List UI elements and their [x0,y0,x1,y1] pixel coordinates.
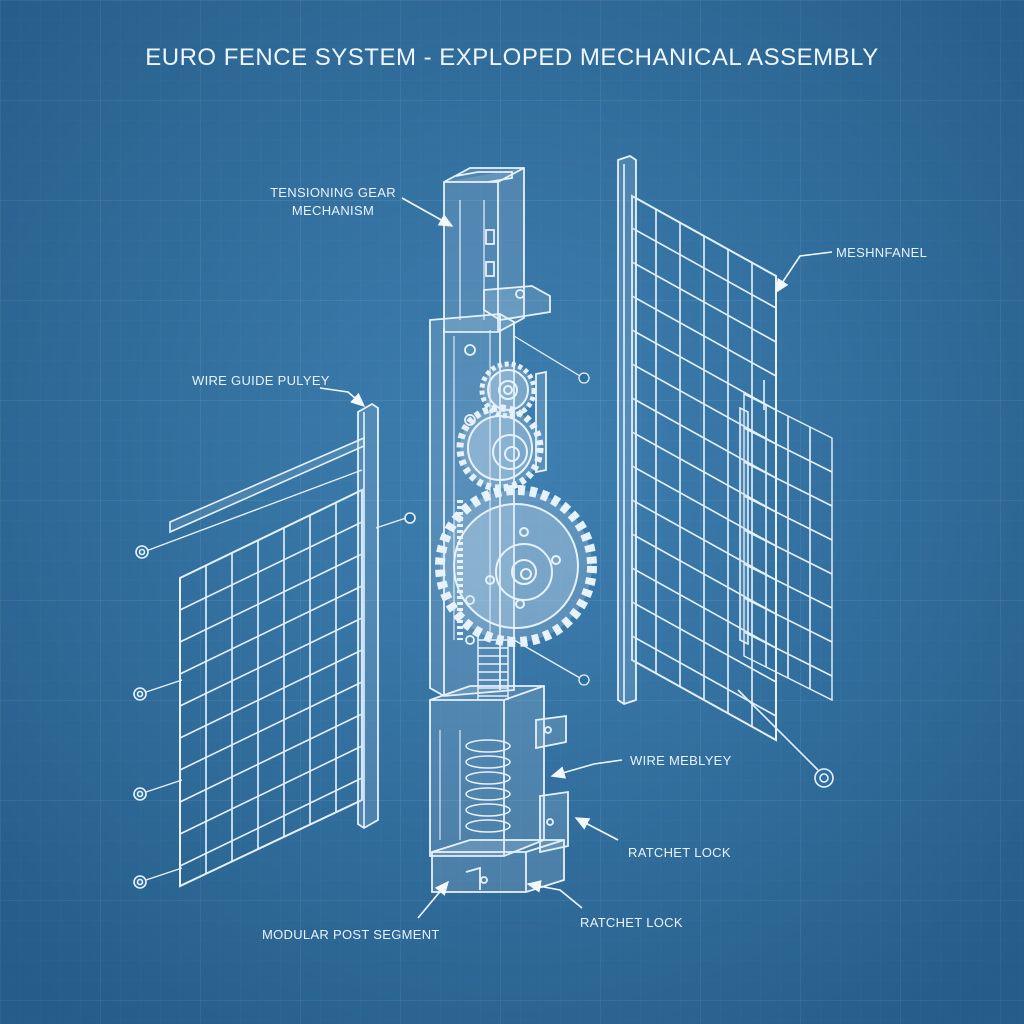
large-gear [435,485,597,647]
leader-lines [319,197,833,919]
label-wire-pulley: WIRE MEBLYEY [630,753,732,768]
right-mesh-panel [617,155,834,788]
label-tensioning-gear-line1: TENSIONING GEAR [270,185,396,200]
bolts [513,335,590,686]
gear-train [435,361,597,647]
medium-gear [456,404,544,492]
label-wire-guide-pulley: WIRE GUIDE PULYEY [192,373,330,388]
label-ratchet-lock-upper: RATCHET LOCK [628,845,731,860]
diagram-title: EURO FENCE SYSTEM - EXPLOPED MECHANICAL … [145,44,879,71]
label-tensioning-gear-line2: MECHANISM [291,203,375,218]
small-gear [479,361,537,419]
label-modular-post-segment: MODULAR POST SEGMENT [262,927,440,942]
label-mesh-panel: MESHNFANEL [836,245,928,260]
label-ratchet-lock-lower: RATCHET LOCK [580,915,683,930]
label-tensioning-gear: TENSIONING GEAR MECHANISM [258,184,408,220]
left-mesh-panel [133,402,416,889]
